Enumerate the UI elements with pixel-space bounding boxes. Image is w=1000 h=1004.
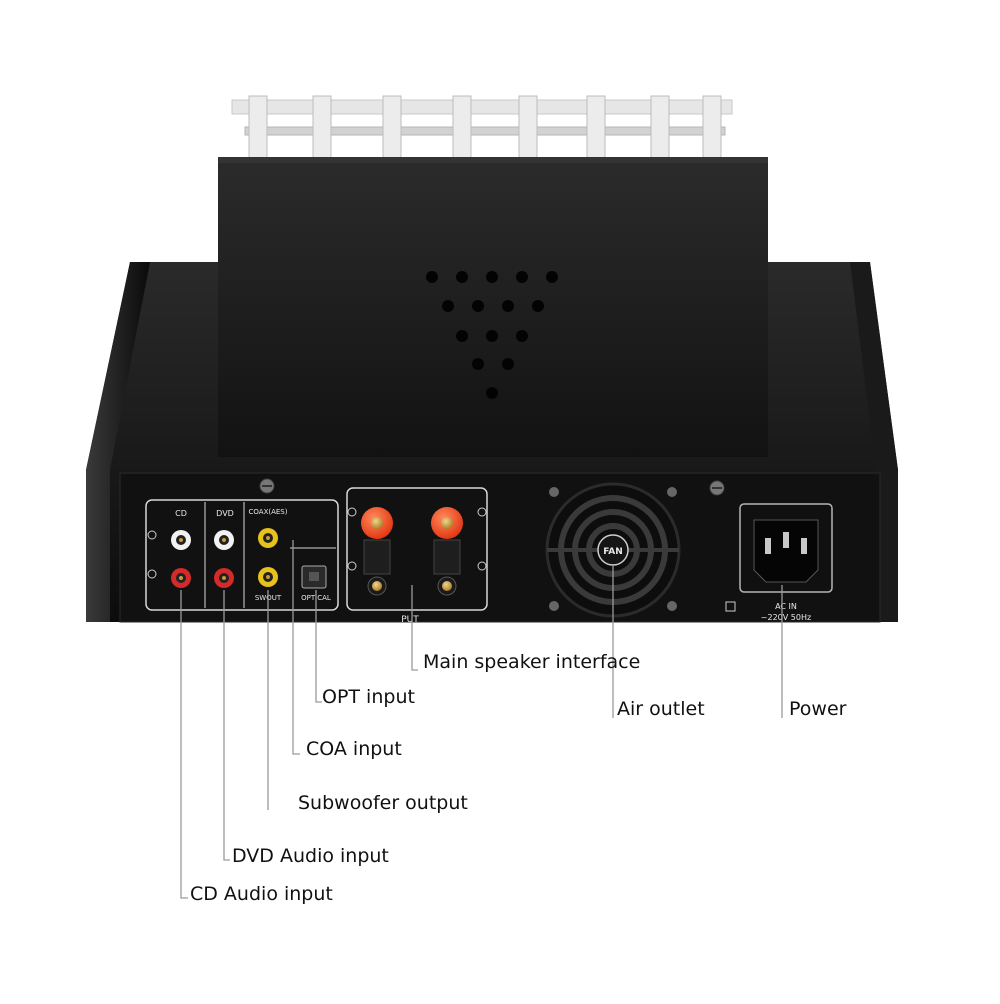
left-binding-post: [361, 507, 393, 596]
vent-hole: [516, 271, 528, 283]
transformer-cover: [218, 157, 768, 457]
power-inlet: AC IN ~220V 50Hz: [725, 503, 833, 622]
vent-hole: [456, 330, 468, 342]
leader-main-speaker: [411, 585, 418, 671]
tube-guard: [231, 95, 733, 161]
dvd-left-jack: [214, 530, 234, 550]
callout-coa-input: COA input: [306, 738, 402, 760]
chassis-screw: [709, 480, 725, 496]
leader-dvd: [223, 590, 230, 861]
vent-hole: [456, 271, 468, 283]
speaker-terminal-panel: PUT: [346, 487, 488, 625]
dvd-right-jack: [214, 568, 234, 588]
cd-right-jack: [171, 568, 191, 588]
callout-main-speaker: Main speaker interface: [423, 651, 641, 673]
guard-post: [518, 95, 538, 161]
cd-left-jack: [171, 530, 191, 550]
vent-hole: [516, 330, 528, 342]
callout-cd-audio-input: CD Audio input: [190, 883, 333, 905]
guard-post: [586, 95, 606, 161]
guard-post: [650, 95, 670, 161]
guard-post: [312, 95, 332, 161]
vent-hole: [442, 300, 454, 312]
callout-subwoofer-output: Subwoofer output: [298, 792, 468, 814]
chassis-screw: [259, 478, 275, 494]
right-binding-post: [431, 507, 463, 596]
vent-hole: [486, 271, 498, 283]
coax-label: COAX(AES): [249, 508, 288, 516]
leader-opt: [315, 590, 322, 703]
vent-hole: [472, 300, 484, 312]
guard-posts: [248, 95, 722, 161]
guard-post: [382, 95, 402, 161]
optical-port: [301, 565, 327, 589]
ac-in-label: AC IN: [775, 602, 797, 611]
dvd-label: DVD: [216, 509, 234, 518]
callout-air-outlet: Air outlet: [617, 698, 705, 720]
guard-post: [248, 95, 268, 161]
vent-hole: [532, 300, 544, 312]
ac-rating-label: ~220V 50Hz: [761, 613, 811, 622]
vent-hole: [486, 387, 498, 399]
vent-hole: [486, 330, 498, 342]
vent-hole: [502, 300, 514, 312]
callout-opt-input: OPT input: [322, 686, 415, 708]
vent-holes: [426, 271, 558, 399]
leader-lines: [180, 540, 783, 899]
vent-hole: [546, 271, 558, 283]
vent-hole: [426, 271, 438, 283]
callout-power: Power: [789, 698, 847, 720]
callout-dvd-audio-input: DVD Audio input: [232, 845, 389, 867]
guard-post: [452, 95, 472, 161]
leader-coa: [292, 540, 300, 755]
coax-jack: [258, 528, 278, 548]
fan-label: FAN: [603, 547, 623, 557]
leader-cd: [180, 590, 188, 899]
cd-label: CD: [175, 509, 187, 518]
guard-post: [702, 95, 722, 161]
subwoofer-jack: [258, 567, 278, 587]
vent-hole: [502, 358, 514, 370]
vent-hole: [472, 358, 484, 370]
output-label: PUT: [401, 615, 419, 625]
